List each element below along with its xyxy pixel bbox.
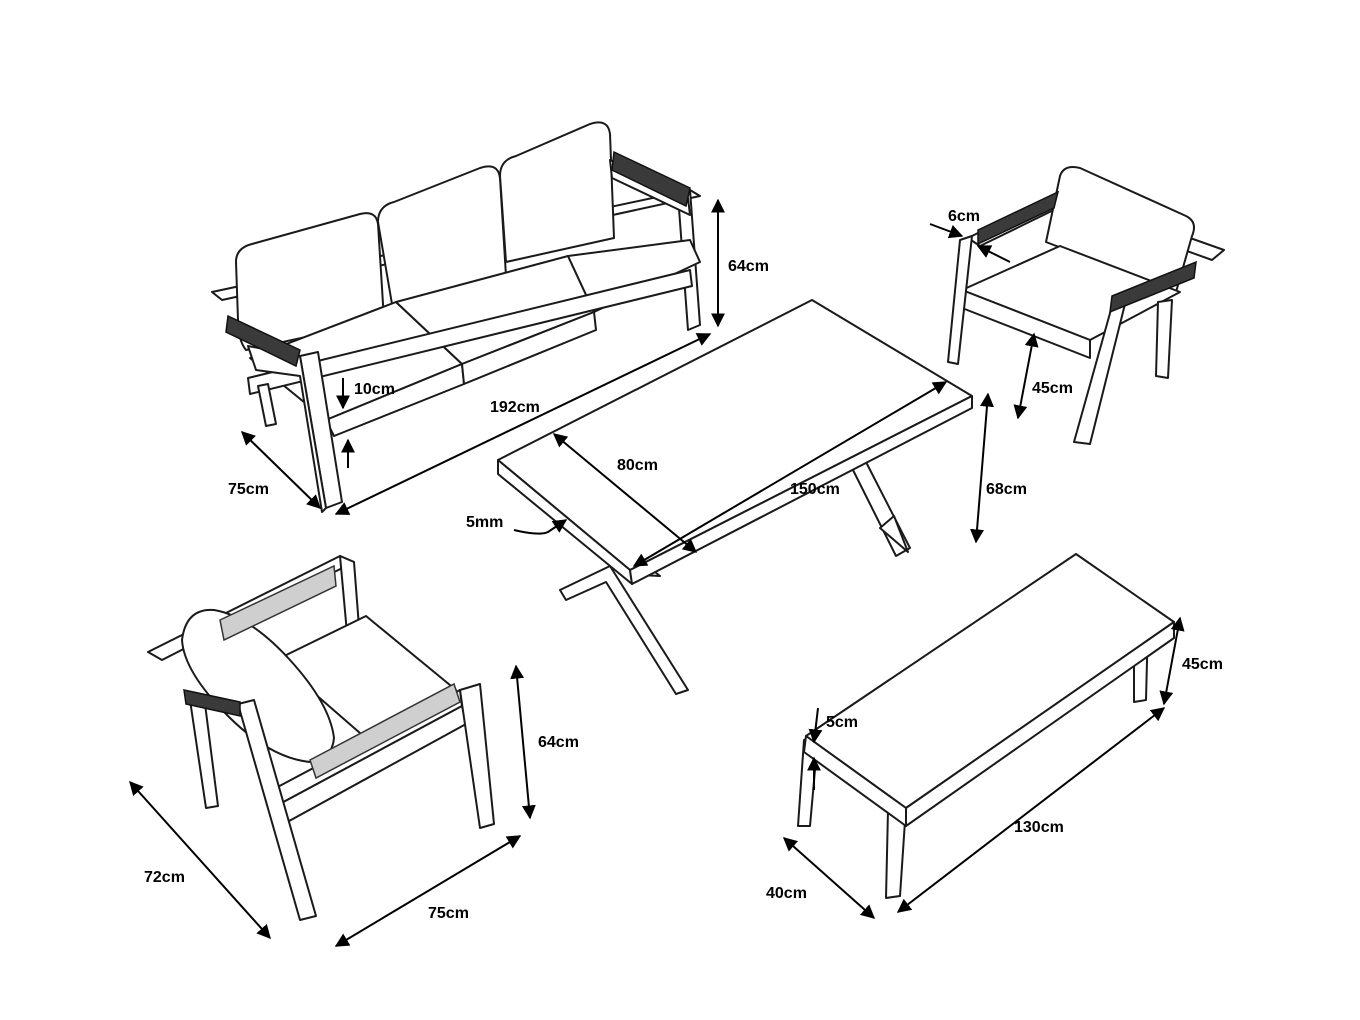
label-sofa-width: 192cm [490, 399, 540, 416]
coffee-table-drawing [497, 299, 973, 695]
wicker-armrest [611, 150, 691, 208]
label-chair-height: 64cm [538, 734, 579, 751]
armchair-dimensions: 6cm 45cm [929, 208, 1073, 420]
label-bench-depth: 40cm [766, 885, 807, 902]
label-sofa-height: 64cm [728, 258, 769, 275]
label-armchair-seat-height: 45cm [1032, 380, 1073, 397]
label-sofa-seat-cushion: 10cm [354, 381, 395, 398]
label-table-top-thickness: 5mm [466, 514, 503, 531]
side-panel [183, 689, 241, 717]
sofa-dimensions: 64cm 10cm 192cm 75cm [228, 198, 769, 515]
label-bench-height: 45cm [1182, 656, 1223, 673]
label-sofa-depth: 75cm [228, 481, 269, 498]
label-bench-width: 130cm [1014, 819, 1064, 836]
label-chair-depth: 72cm [144, 869, 185, 886]
armchair-drawing [947, 166, 1225, 445]
label-table-height: 68cm [986, 481, 1027, 498]
rope-armrest [309, 682, 461, 780]
label-chair-width: 75cm [428, 905, 469, 922]
wicker-armrest [225, 314, 301, 368]
label-table-depth: 80cm [617, 457, 658, 474]
wicker-armrest [1109, 260, 1197, 314]
rope-armrest [219, 564, 337, 642]
lounge-chair-drawing [147, 555, 495, 921]
wicker-armrest [977, 190, 1060, 246]
bench-dimensions: 45cm 5cm 130cm 40cm [766, 616, 1223, 919]
label-armchair-arm-width: 6cm [948, 208, 980, 225]
pillow [181, 608, 335, 763]
chair-dimensions: 64cm 72cm 75cm [129, 664, 579, 947]
table-dimensions: 80cm 150cm 5mm 68cm [466, 381, 1027, 567]
label-bench-cushion: 5cm [826, 714, 858, 731]
label-table-width: 150cm [790, 481, 840, 498]
